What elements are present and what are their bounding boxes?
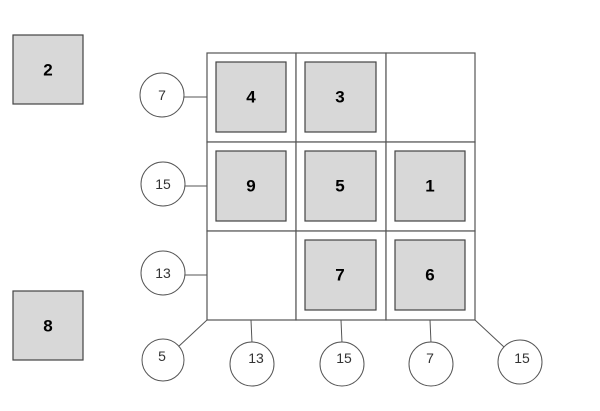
row-clue: 7 [139,72,207,118]
tile-label: 3 [335,88,344,107]
placed-tile[interactable]: 3 [304,61,377,133]
grid-cell[interactable] [206,230,297,321]
diagonal-clue-value: 15 [514,350,530,366]
diagonal-clue-anti: 5 [141,319,208,382]
loose-tile[interactable]: 8 [12,290,84,361]
row-clue-value: 7 [158,87,166,103]
tile-label: 7 [335,266,344,285]
row-clue: 13 [140,250,207,296]
grid-cell[interactable] [385,52,476,143]
column-clue-value: 7 [426,350,434,366]
row-clue-value: 15 [155,176,171,192]
column-clue: 15 [319,319,365,387]
placed-tile[interactable]: 5 [304,150,377,222]
row-clue-value: 13 [155,265,171,281]
diagonal-clue-main: 15 [474,319,543,385]
diagonal-clue-value: 5 [158,348,166,364]
tile-label: 1 [425,177,434,196]
column-clue-value: 15 [336,350,352,366]
tile-label: 5 [335,177,344,196]
column-clue: 7 [408,319,454,387]
placed-tile[interactable]: 6 [394,239,466,311]
placed-tile[interactable]: 4 [215,61,287,133]
placed-tile[interactable]: 1 [394,150,466,222]
loose-tile-label: 2 [43,61,52,80]
column-clue: 13 [229,319,275,387]
row-clue: 15 [140,161,207,207]
tile-label: 9 [246,177,255,196]
loose-tile[interactable]: 2 [12,34,84,105]
tile-label: 4 [246,88,256,107]
tile-label: 6 [425,266,434,285]
loose-tile-label: 8 [43,317,52,336]
column-clue-value: 13 [248,350,264,366]
placed-tile[interactable]: 9 [215,150,287,222]
placed-tile[interactable]: 7 [304,239,377,311]
